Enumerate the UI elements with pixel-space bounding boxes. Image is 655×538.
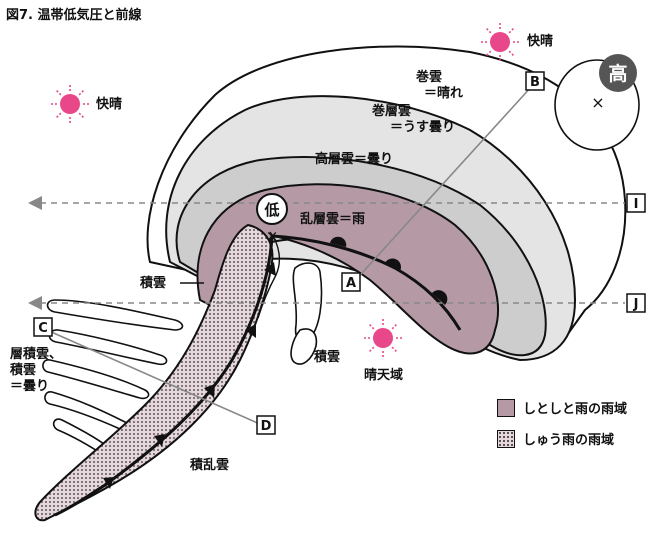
svg-text:C: C bbox=[38, 321, 48, 336]
cold-front-triangles bbox=[103, 262, 276, 489]
label-sunny-right: 快晴 bbox=[527, 34, 554, 49]
legend-swatch-shower-rain bbox=[497, 429, 515, 448]
label-cirrostratus-2: ＝うす曇り bbox=[390, 120, 456, 135]
cross-section-line-cd bbox=[39, 326, 263, 426]
point-box-d: D bbox=[256, 415, 276, 435]
sun-icon-center bbox=[363, 318, 403, 358]
legend: しとしと雨の雨域 しゅう雨の雨域 bbox=[497, 398, 627, 460]
legend-item-steady-rain: しとしと雨の雨域 bbox=[497, 398, 627, 417]
cold-front-line bbox=[54, 235, 274, 517]
sun-icon-top bbox=[480, 22, 520, 62]
label-stratocumulus-1: 層積雲、 bbox=[10, 347, 63, 362]
label-altostratus: 高層雲＝曇り bbox=[315, 152, 394, 167]
svg-text:A: A bbox=[346, 276, 356, 291]
warm-front-semicircles bbox=[330, 236, 448, 305]
high-pressure-label: 高 bbox=[608, 62, 627, 85]
low-pressure-label: 低 bbox=[263, 201, 279, 219]
legend-swatch-steady-rain bbox=[497, 398, 515, 417]
point-box-j: J bbox=[626, 293, 646, 313]
cross-section-line-ab bbox=[351, 85, 533, 285]
point-box-b: B bbox=[525, 71, 545, 91]
label-cumulus-center: 積雲 bbox=[314, 350, 341, 365]
label-cirrus-1: 巻雲 bbox=[416, 70, 443, 85]
svg-text:I: I bbox=[634, 197, 639, 212]
label-stratocumulus-2: 積雲 bbox=[10, 363, 37, 378]
svg-text:B: B bbox=[530, 75, 540, 90]
label-stratocumulus-3: ＝曇り bbox=[10, 379, 50, 394]
label-cumulus-left: 積雲 bbox=[140, 276, 167, 291]
svg-text:×: × bbox=[591, 93, 604, 112]
legend-label-steady-rain: しとしと雨の雨域 bbox=[523, 402, 628, 417]
sun-icon-left bbox=[50, 84, 90, 124]
point-box-a: A bbox=[341, 272, 361, 292]
nimbostratus-rain-area bbox=[196, 183, 499, 355]
label-nimbostratus: 乱層雲＝雨 bbox=[300, 212, 366, 227]
figure-title: 図7. 温帯低気圧と前線 bbox=[6, 8, 142, 23]
high-pressure-symbol bbox=[599, 54, 637, 92]
label-cirrus-2: ＝晴れ bbox=[424, 86, 464, 101]
label-clear-area: 晴天域 bbox=[364, 368, 404, 383]
svg-text:J: J bbox=[633, 297, 639, 312]
legend-label-shower-rain: しゅう雨の雨域 bbox=[523, 433, 615, 448]
point-box-c: C bbox=[33, 317, 53, 337]
svg-text:×: × bbox=[266, 227, 279, 245]
legend-item-shower-rain: しゅう雨の雨域 bbox=[497, 429, 627, 448]
low-pressure-symbol bbox=[256, 193, 288, 225]
label-cumulonimbus: 積乱雲 bbox=[190, 458, 230, 473]
point-box-i: I bbox=[626, 193, 646, 213]
svg-text:D: D bbox=[261, 419, 272, 434]
label-sunny-left: 快晴 bbox=[96, 97, 123, 112]
label-cirrostratus-1: 巻層雲 bbox=[372, 104, 412, 119]
